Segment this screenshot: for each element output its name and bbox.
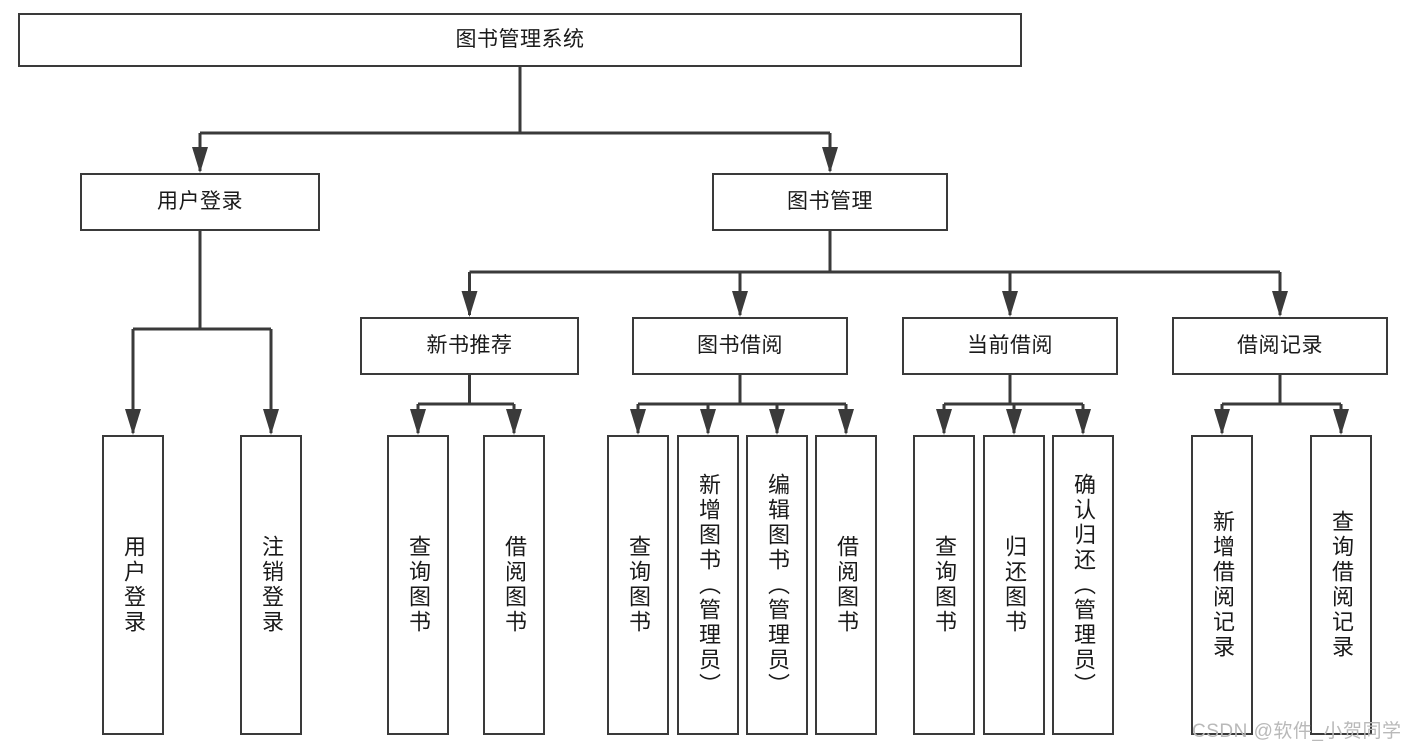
node-label: 图书管理系统 — [455, 27, 585, 51]
arrowhead — [732, 291, 748, 317]
node-label: 用户登录 — [121, 535, 146, 635]
node-label: 借阅图书 — [502, 535, 527, 635]
arrowhead — [410, 409, 426, 435]
node-borrow-record[interactable]: 借阅记录 — [1172, 317, 1388, 375]
arrowhead — [1214, 409, 1230, 435]
arrowhead — [630, 409, 646, 435]
arrowhead — [1006, 409, 1022, 435]
node-leaf-query-record[interactable]: 查询借阅记录 — [1310, 435, 1372, 735]
arrowhead — [506, 409, 522, 435]
node-book-borrow[interactable]: 图书借阅 — [632, 317, 848, 375]
node-leaf-borrow-book-2[interactable]: 借阅图书 — [815, 435, 877, 735]
arrowhead — [263, 409, 279, 435]
node-leaf-query-book-1[interactable]: 查询图书 — [387, 435, 449, 735]
arrowhead — [822, 147, 838, 173]
node-leaf-confirm-return[interactable]: 确认归还（管理员） — [1052, 435, 1114, 735]
node-leaf-borrow-book-1[interactable]: 借阅图书 — [483, 435, 545, 735]
node-leaf-return-book[interactable]: 归还图书 — [983, 435, 1045, 735]
node-label: 当前借阅 — [967, 333, 1053, 357]
arrowhead — [461, 291, 478, 317]
node-leaf-edit-book[interactable]: 编辑图书（管理员） — [746, 435, 808, 735]
node-label: 图书借阅 — [697, 333, 783, 357]
node-label: 用户登录 — [157, 189, 243, 213]
node-label: 编辑图书（管理员） — [765, 472, 790, 698]
arrowhead — [1002, 291, 1018, 317]
node-label: 新增图书（管理员） — [696, 472, 721, 698]
arrowhead — [192, 147, 208, 173]
node-label: 借阅记录 — [1237, 333, 1323, 357]
node-leaf-user-logout[interactable]: 注销登录 — [240, 435, 302, 735]
node-label: 注销登录 — [259, 535, 284, 635]
node-user-login[interactable]: 用户登录 — [80, 173, 320, 231]
node-leaf-user-login[interactable]: 用户登录 — [102, 435, 164, 735]
node-new-book-recommend[interactable]: 新书推荐 — [360, 317, 579, 375]
node-label: 新书推荐 — [426, 333, 513, 357]
node-label: 查询图书 — [932, 535, 957, 635]
node-label: 查询借阅记录 — [1329, 510, 1354, 660]
arrowhead — [769, 409, 785, 435]
node-root[interactable]: 图书管理系统 — [18, 13, 1022, 67]
node-leaf-query-book-3[interactable]: 查询图书 — [913, 435, 975, 735]
arrowhead — [125, 409, 141, 435]
watermark-text: CSDN @软件_小贺同学 — [1192, 721, 1402, 742]
node-label: 借阅图书 — [834, 535, 859, 635]
arrowhead — [1272, 291, 1288, 317]
node-leaf-query-book-2[interactable]: 查询图书 — [607, 435, 669, 735]
node-leaf-add-book[interactable]: 新增图书（管理员） — [677, 435, 739, 735]
node-label: 新增借阅记录 — [1210, 510, 1235, 660]
arrowhead — [1333, 409, 1349, 435]
node-label: 查询图书 — [626, 535, 651, 635]
node-book-manage[interactable]: 图书管理 — [712, 173, 948, 231]
arrowhead — [700, 409, 716, 435]
arrowhead — [838, 409, 854, 435]
node-label: 图书管理 — [787, 189, 873, 213]
node-current-borrow[interactable]: 当前借阅 — [902, 317, 1118, 375]
arrowhead — [936, 409, 952, 435]
node-leaf-add-record[interactable]: 新增借阅记录 — [1191, 435, 1253, 735]
node-label: 归还图书 — [1002, 535, 1027, 635]
node-label: 确认归还（管理员） — [1071, 472, 1096, 698]
node-label: 查询图书 — [406, 535, 431, 635]
arrowhead — [1075, 409, 1091, 435]
